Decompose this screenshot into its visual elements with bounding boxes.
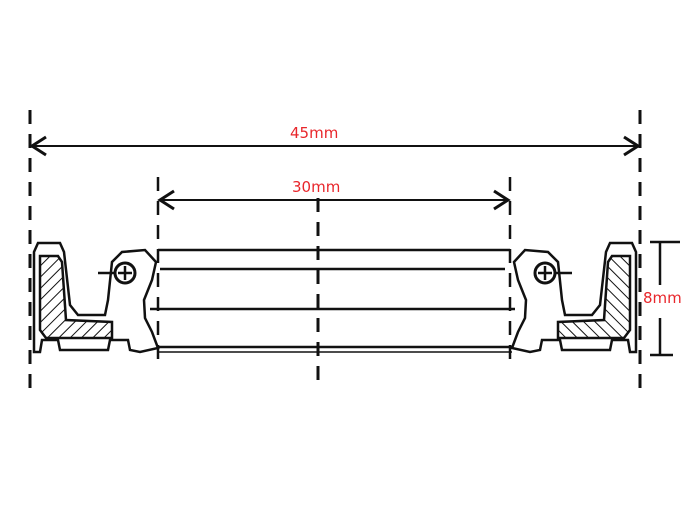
outer-diameter-dimension: [29, 135, 641, 157]
outer-diameter-label: 45mm: [290, 124, 339, 142]
right-seal-section: [510, 241, 638, 354]
bore-lines: [150, 248, 515, 353]
inner-diameter-label: 30mm: [292, 178, 341, 196]
inner-extension-lines: [156, 177, 512, 365]
height-label: 8mm: [643, 289, 682, 307]
inner-diameter-dimension: [157, 189, 511, 211]
height-dimension: [650, 240, 680, 357]
left-seal-section: [32, 241, 160, 354]
